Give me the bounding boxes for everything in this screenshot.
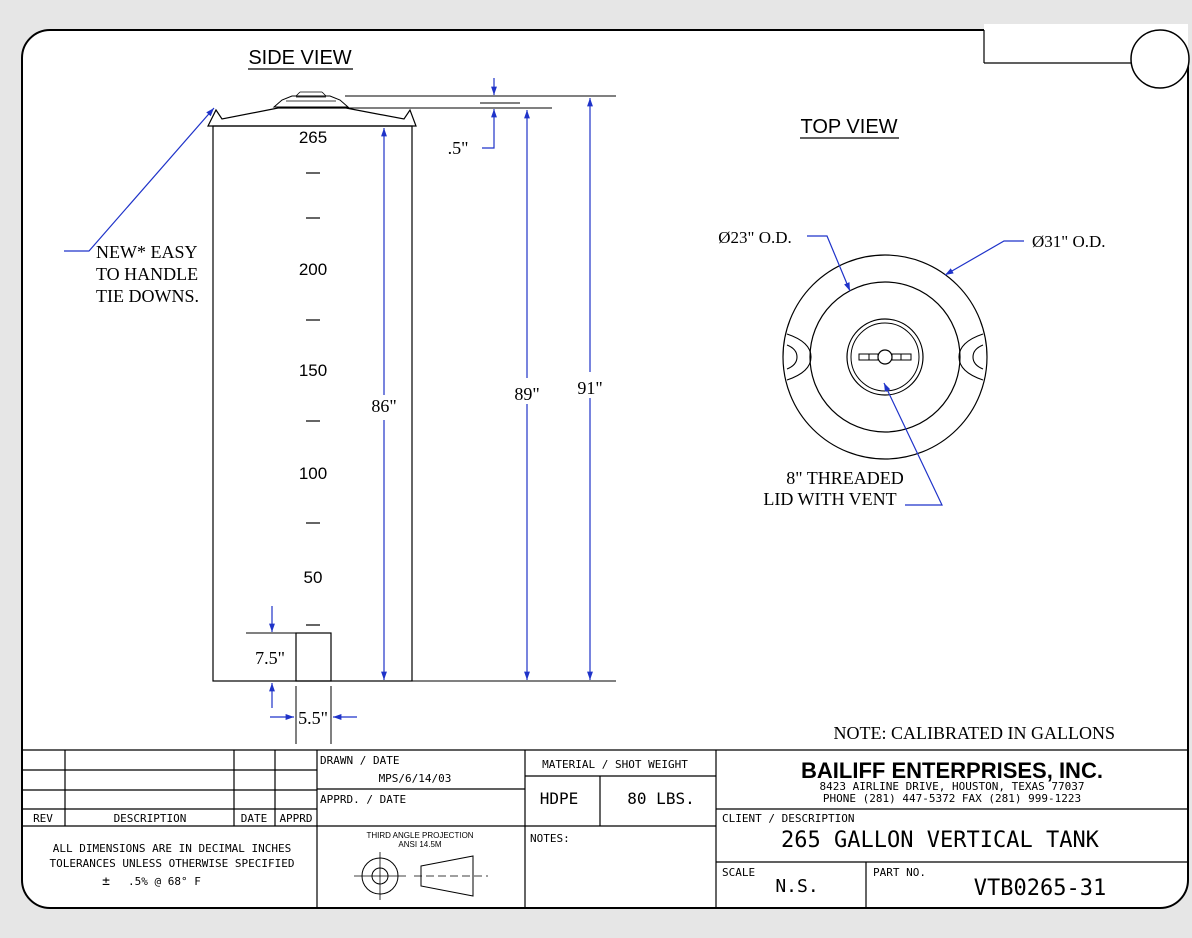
tie-down-callout: NEW* EASY TO HANDLE TIE DOWNS.	[64, 107, 215, 306]
weight-value: 80 LBS.	[627, 789, 694, 808]
dimension-outlet-height-label: 7.5"	[255, 648, 285, 668]
date-header: DATE	[241, 812, 268, 825]
calibration-note: NOTE: CALIBRATED IN GALLONS	[834, 723, 1115, 743]
inner-od-callout: Ø23" O.D.	[718, 228, 851, 292]
lid-note-line1: 8" THREADED	[786, 468, 904, 488]
tank-lid	[272, 91, 350, 108]
company-address: 8423 AIRLINE DRIVE, HOUSTON, TEXAS 77037	[820, 780, 1085, 793]
tolerance-symbol: ±	[102, 874, 110, 889]
projection-symbol: THIRD ANGLE PROJECTION ANSI 14.5M	[354, 831, 488, 900]
graduation-265: 265	[299, 128, 327, 147]
tolerance-value: .5% @ 68° F	[128, 875, 201, 888]
dimension-91-label: 91"	[577, 378, 602, 398]
dimension-86: 86"	[371, 128, 397, 680]
projection-title-line2: ANSI 14.5M	[398, 840, 441, 849]
inner-od-label: Ø23" O.D.	[718, 228, 792, 247]
outlet-fitting	[295, 632, 332, 682]
lid-note-line2: LID WITH VENT	[763, 489, 896, 509]
tank-outer-circle	[782, 254, 988, 460]
dimension-89: 89"	[514, 110, 540, 680]
graduation-ticks	[306, 172, 320, 626]
dimensions-note-line2: TOLERANCES UNLESS OTHERWISE SPECIFIED	[49, 857, 294, 870]
scale-label: SCALE	[722, 866, 755, 879]
drawn-value: MPS/6/14/03	[379, 772, 452, 785]
dimension-86-label: 86"	[371, 396, 396, 416]
apprd-header: APPRD	[279, 812, 312, 825]
lug-pockets	[786, 333, 984, 381]
dimension-outlet-width-label: 5.5"	[298, 708, 328, 728]
tie-down-note-line2: TO HANDLE	[96, 264, 198, 284]
rev-header: REV	[33, 812, 53, 825]
sheet-border	[21, 29, 1189, 909]
client-description: 265 GALLON VERTICAL TANK	[781, 828, 1100, 853]
side-view-title: SIDE VIEW	[248, 47, 351, 69]
apprd-label: APPRD. / DATE	[320, 793, 406, 806]
material-value: HDPE	[540, 789, 579, 808]
dimension-outlet-height: 7.5"	[246, 606, 296, 708]
extension-lines	[345, 95, 616, 682]
drawn-label: DRAWN / DATE	[320, 754, 399, 767]
graduation-200: 200	[299, 260, 327, 279]
part-number: VTB0265-31	[974, 876, 1106, 901]
outer-od-callout: Ø31" O.D.	[944, 232, 1106, 276]
part-label: PART NO.	[873, 866, 926, 879]
graduation-100: 100	[299, 464, 327, 483]
top-view-title: TOP VIEW	[800, 116, 897, 138]
dimension-lid: .5"	[448, 78, 497, 158]
projection-title-line1: THIRD ANGLE PROJECTION	[366, 831, 473, 840]
notes-label: NOTES:	[530, 832, 570, 845]
lid-outer-circle	[846, 318, 924, 396]
lid-handle	[858, 353, 912, 361]
client-label: CLIENT / DESCRIPTION	[722, 812, 854, 825]
dimension-89-label: 89"	[514, 384, 539, 404]
tank-inner-circle	[809, 281, 961, 433]
top-view: TOP VIEW Ø23" O.D. Ø31" O.D.	[718, 116, 1105, 509]
scale-value: N.S.	[775, 876, 818, 897]
graduation-150: 150	[299, 361, 327, 380]
dimension-91: 91"	[577, 98, 603, 680]
material-label: MATERIAL / SHOT WEIGHT	[542, 758, 688, 771]
dimension-outlet-width: 5.5"	[270, 686, 357, 744]
graduation-50: 50	[304, 568, 323, 587]
tie-down-note-line3: TIE DOWNS.	[96, 286, 199, 306]
dimension-lid-label: .5"	[448, 138, 469, 158]
description-header: DESCRIPTION	[114, 812, 187, 825]
corner-tab	[983, 24, 1190, 89]
dimensions-note-line1: ALL DIMENSIONS ARE IN DECIMAL INCHES	[53, 842, 291, 855]
outer-od-label: Ø31" O.D.	[1032, 232, 1106, 251]
side-view: SIDE VIEW 265 200 150 100 50	[64, 47, 616, 744]
title-block	[22, 749, 1188, 908]
tie-down-note-line1: NEW* EASY	[96, 242, 198, 262]
company-phone: PHONE (281) 447-5372 FAX (281) 999-1223	[823, 792, 1081, 805]
lid-callout: 8" THREADED LID WITH VENT	[763, 382, 943, 509]
company-name: BAILIFF ENTERPRISES, INC.	[801, 758, 1103, 783]
